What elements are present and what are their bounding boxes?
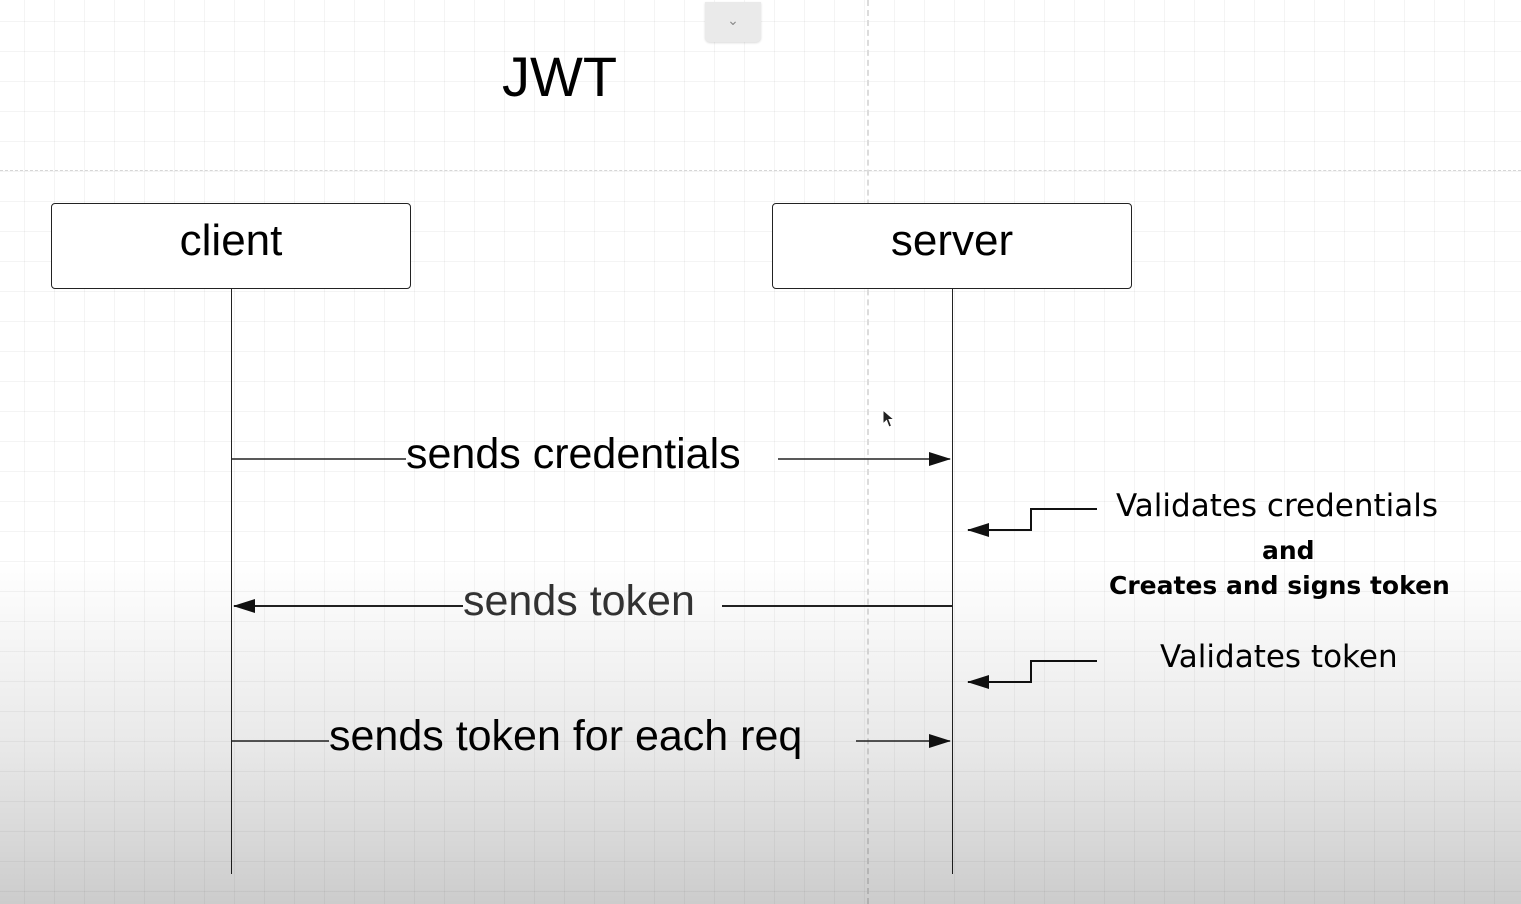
note-1-line-2[interactable]: and: [1262, 536, 1315, 565]
chevron-down-icon: ⌄: [727, 13, 739, 29]
server-actor-box[interactable]: server: [772, 203, 1132, 289]
message-2-label[interactable]: sends token: [463, 577, 695, 625]
center-guide: [867, 0, 869, 904]
collapse-toolbar-button[interactable]: ⌄: [705, 2, 761, 42]
note-2-line-1[interactable]: Validates token: [1160, 639, 1398, 675]
page-break-guide: [0, 170, 1521, 171]
client-actor-box[interactable]: client: [51, 203, 411, 289]
note-2-connector[interactable]: [967, 660, 1097, 689]
message-1-label[interactable]: sends credentials: [406, 430, 741, 478]
message-3-label[interactable]: sends token for each req: [329, 712, 803, 760]
mouse-pointer-icon: [882, 409, 896, 428]
note-1-line-3[interactable]: Creates and signs token: [1109, 571, 1450, 600]
note-1-connector[interactable]: [967, 508, 1097, 537]
client-lifeline[interactable]: [231, 289, 232, 874]
diagram-title[interactable]: JWT: [502, 45, 618, 108]
note-1-line-1[interactable]: Validates credentials: [1116, 488, 1439, 524]
server-lifeline[interactable]: [952, 289, 953, 874]
client-actor-label: client: [179, 216, 283, 265]
server-actor-label: server: [890, 216, 1014, 265]
